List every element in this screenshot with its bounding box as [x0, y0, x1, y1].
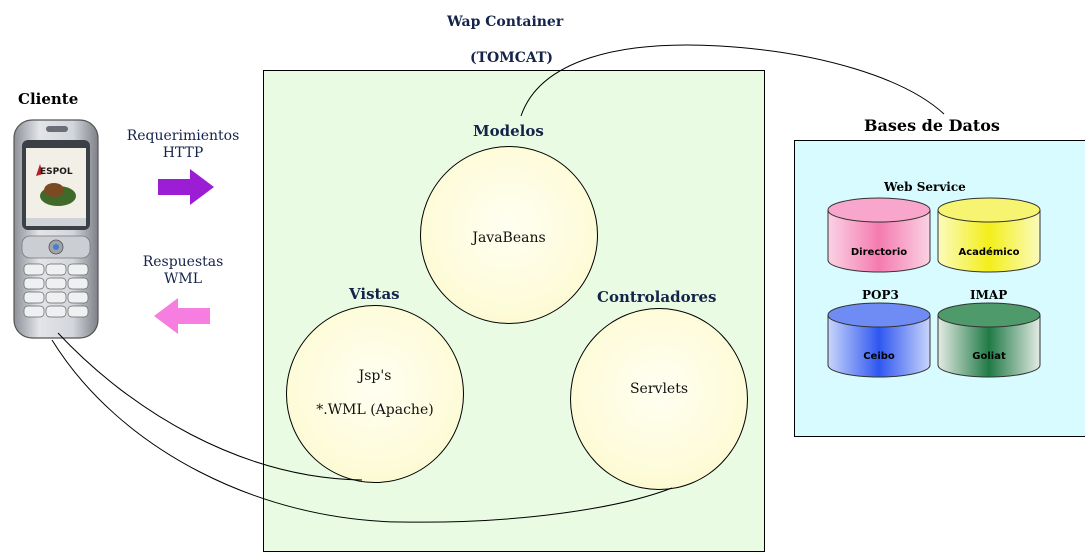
web-service-label: Web Service	[884, 180, 966, 194]
views-title: Vistas	[349, 285, 400, 303]
db-goliat-icon	[937, 302, 1041, 378]
models-circle	[420, 146, 598, 324]
request-arrow	[158, 169, 214, 205]
request-label-line2: HTTP	[162, 145, 204, 161]
client-title: Cliente	[18, 90, 79, 108]
db-label-academico: Académico	[958, 246, 1019, 258]
db-directorio-icon	[827, 197, 931, 273]
response-label-line2: WML	[163, 271, 203, 287]
imap-label: IMAP	[970, 288, 1008, 302]
db-ceibo-icon	[827, 302, 931, 378]
phone-brand: ESPOL	[40, 167, 73, 177]
container-title: Wap Container	[447, 14, 564, 30]
views-content-line1: Jsp's	[358, 368, 392, 384]
db-label-directorio: Directorio	[851, 247, 907, 258]
container-subtitle: (TOMCAT)	[470, 50, 554, 66]
db-label-goliat: Goliat	[972, 351, 1006, 362]
database-cylinders: Directorio Académico Ceibo Goliat	[827, 197, 1041, 378]
pop3-label: POP3	[862, 288, 899, 302]
models-content: JavaBeans	[472, 230, 546, 246]
views-content-line2: *.WML (Apache)	[316, 402, 434, 418]
db-academico-icon	[937, 197, 1041, 273]
response-arrow	[154, 298, 210, 334]
databases-box	[794, 140, 1085, 437]
request-label-line1: Requerimientos	[126, 128, 240, 144]
databases-title: Bases de Datos	[864, 116, 1000, 135]
views-circle	[286, 305, 464, 483]
db-label-ceibo: Ceibo	[863, 351, 895, 362]
mobile-phone-icon: ESPOL	[13, 119, 99, 339]
controllers-circle	[570, 308, 748, 490]
response-label-line1: Respuestas	[142, 254, 224, 270]
models-title: Modelos	[473, 122, 544, 140]
controllers-content: Servlets	[629, 381, 689, 397]
controllers-title: Controladores	[597, 288, 717, 306]
